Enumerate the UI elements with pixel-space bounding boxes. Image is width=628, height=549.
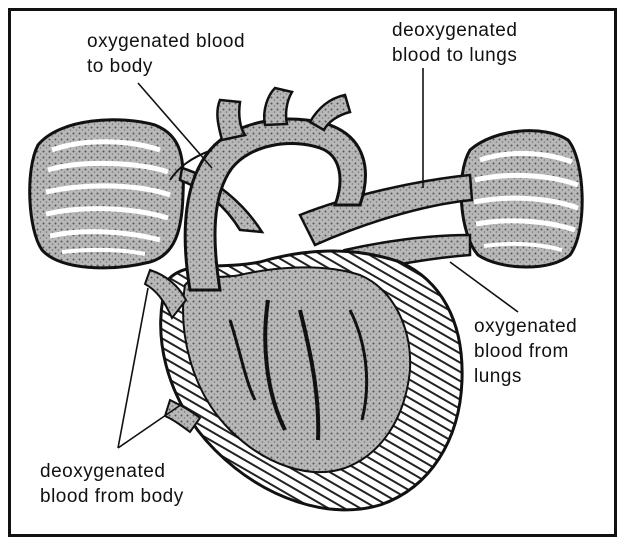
label-oxygenated-blood-from-lungs: oxygenated blood from lungs	[474, 314, 577, 389]
leader-oxygenated-from-lungs	[450, 262, 518, 312]
leader-deoxygenated-from-body-upper	[118, 288, 148, 448]
leader-deoxygenated-from-body-lower	[118, 404, 182, 448]
left-lung	[30, 120, 184, 268]
label-oxygenated-blood-to-body: oxygenated blood to body	[87, 29, 245, 79]
label-deoxygenated-blood-from-body: deoxygenated blood from body	[40, 459, 184, 509]
right-lung	[461, 131, 582, 267]
label-deoxygenated-blood-to-lungs: deoxygenated blood to lungs	[392, 18, 517, 68]
